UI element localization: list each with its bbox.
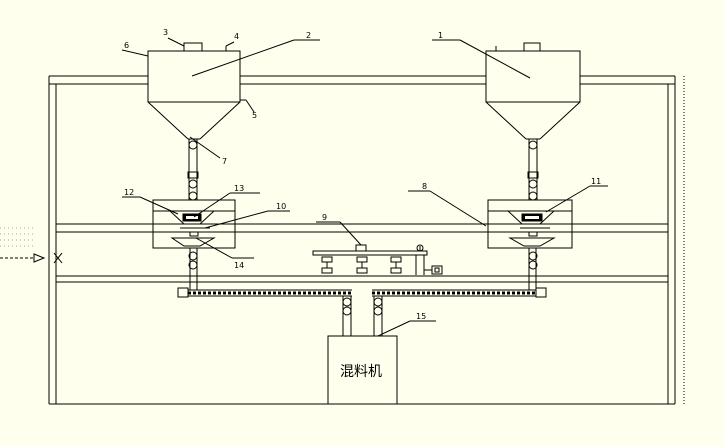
left-hopper <box>147 42 246 140</box>
center-roller-conveyor <box>312 244 443 275</box>
mixer <box>327 335 398 405</box>
left-screw-conveyor <box>177 287 352 298</box>
right-hopper <box>485 42 581 140</box>
left-arrow <box>0 252 63 264</box>
label-3: 3 <box>163 28 168 37</box>
mixer-label: 混料机 <box>340 364 382 380</box>
label-8: 8 <box>422 182 427 191</box>
label-11: 11 <box>591 177 601 186</box>
left-dotted-area <box>0 227 36 247</box>
label-15: 15 <box>416 312 426 321</box>
label-12: 12 <box>124 188 134 197</box>
label-7: 7 <box>222 157 227 166</box>
left-feed-pipe <box>187 139 199 201</box>
discharge-pipes <box>342 296 383 336</box>
middle-beam <box>56 223 668 233</box>
label-2: 2 <box>306 31 311 40</box>
right-screw-conveyor <box>372 287 547 298</box>
label-14: 14 <box>234 261 244 270</box>
label-5: 5 <box>252 111 257 120</box>
outer-frame <box>48 76 685 405</box>
labels: 1 2 3 4 5 6 7 8 9 10 11 12 13 14 15 混料机 <box>124 28 601 380</box>
left-lower-pipe <box>188 248 198 290</box>
right-lower-pipe <box>528 248 538 290</box>
label-1: 1 <box>438 31 443 40</box>
label-13: 13 <box>234 184 244 193</box>
top-beam <box>49 75 675 85</box>
lower-beam <box>56 275 668 283</box>
right-weighing-unit <box>487 199 573 249</box>
label-9: 9 <box>322 213 327 222</box>
label-10: 10 <box>276 202 286 211</box>
leader-lines <box>121 37 608 337</box>
right-feed-pipe <box>527 139 539 201</box>
label-4: 4 <box>234 32 239 41</box>
label-6: 6 <box>124 41 129 50</box>
